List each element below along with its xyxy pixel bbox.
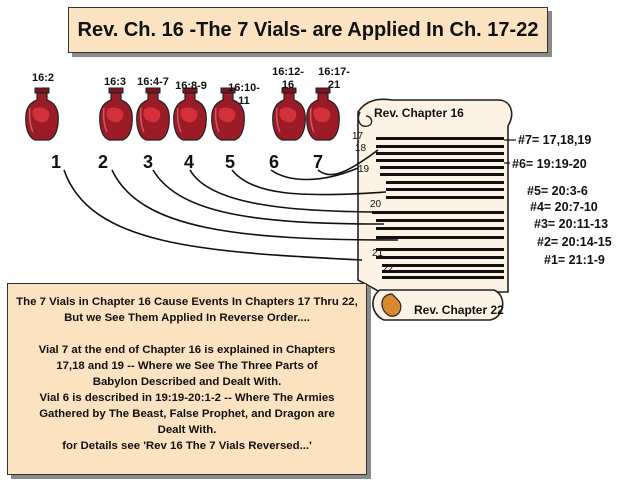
vial-6	[271, 87, 307, 141]
vial-3-number: 3	[143, 152, 154, 172]
vial-4	[172, 87, 208, 141]
chapter-20: 20	[370, 199, 382, 210]
vial-6-ref: 16:12- 16	[272, 66, 304, 91]
vial-1-number: 1	[51, 152, 62, 172]
chapter-17: 17	[352, 131, 364, 142]
vial-7-ref: 16:17- 21	[318, 66, 350, 91]
scroll-top-label: Rev. Chapter 16	[374, 106, 464, 120]
page-title: Rev. Ch. 16 -The 7 Vials- are Applied In…	[68, 7, 548, 53]
fulfillment-3: #3= 20:11-13	[534, 217, 609, 231]
fulfillment-4: #4= 20:7-10	[530, 200, 598, 214]
fulfillment-5: #5= 20:3-6	[527, 184, 588, 198]
vial-3	[135, 87, 171, 141]
vial-3-ref: 16:4-7	[137, 76, 169, 88]
vial-5-ref: 16:10- 11	[228, 82, 260, 107]
vial-4-ref: 16:8-9	[175, 80, 207, 92]
scroll-bottom-label: Rev. Chapter 22	[414, 303, 504, 317]
fulfillment-1: #1= 21:1-9	[544, 253, 605, 267]
fulfillment-7: #7= 17,18,19	[518, 133, 592, 147]
chapter-22: 22	[382, 264, 394, 275]
vial-5-number: 5	[225, 152, 236, 172]
fulfillment-6: #6= 19:19-20	[512, 157, 587, 171]
note-line-3: Vial 6 is described in 19:19-20:1-2 -- W…	[39, 392, 335, 436]
vial-2-number: 2	[98, 152, 109, 172]
chapter-18: 18	[355, 143, 367, 154]
fulfillment-2: #2= 20:14-15	[537, 235, 612, 249]
chapter-19: 19	[358, 164, 370, 175]
vial-7	[305, 87, 341, 141]
chapter-21: 21	[372, 248, 384, 259]
vial-1	[24, 87, 60, 141]
vial-2-ref: 16:3	[103, 76, 127, 88]
vial-4-number: 4	[184, 152, 195, 172]
scroll-text-lines	[372, 137, 504, 279]
vial-7-number: 7	[313, 152, 324, 172]
vial-connectors	[63, 149, 399, 261]
vial-2	[98, 87, 134, 141]
fulfillment-pointers	[504, 139, 516, 164]
vial-1-ref: 16:2	[31, 72, 55, 84]
explanation-note: The 7 Vials in Chapter 16 Cause Events I…	[7, 283, 367, 475]
note-line-2: Vial 7 at the end of Chapter 16 is expla…	[38, 344, 336, 388]
scroll	[357, 98, 513, 321]
vial-6-number: 6	[269, 152, 280, 172]
note-line-1: The 7 Vials in Chapter 16 Cause Events I…	[16, 296, 358, 324]
note-line-4: for Details see 'Rev 16 The 7 Vials Reve…	[62, 440, 312, 452]
